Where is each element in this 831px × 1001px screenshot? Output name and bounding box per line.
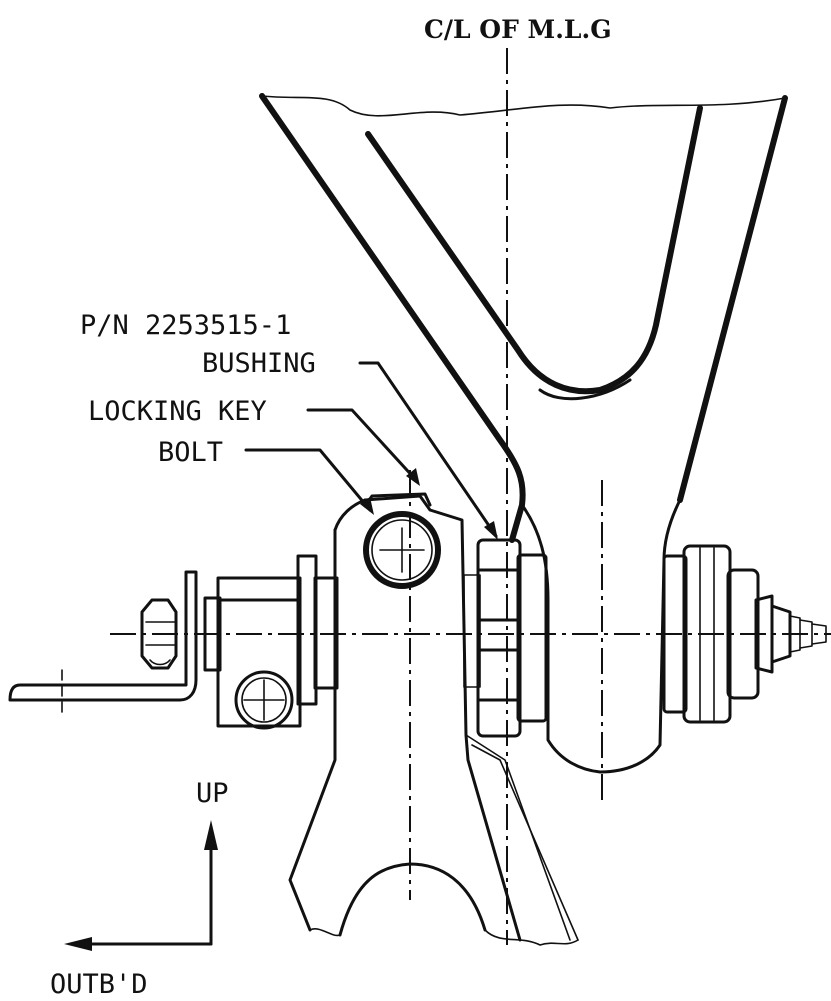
- right-nut-stack: [662, 544, 827, 724]
- bracket: [8, 570, 198, 716]
- outboard-label: OUTB'D: [50, 969, 148, 1000]
- leader-locking-key: [306, 408, 420, 486]
- bolt: [363, 511, 441, 589]
- bolt-label: BOLT: [158, 437, 223, 468]
- part-number-label: P/N 2253515-1: [80, 310, 291, 341]
- left-fitting: [203, 554, 339, 730]
- orientation-indicator: [64, 820, 218, 951]
- centerline-title: C/L OF M.L.G: [424, 15, 612, 44]
- outboard-arrow-icon: [64, 937, 92, 951]
- bushing: [463, 538, 548, 738]
- leader-bolt: [244, 448, 374, 515]
- left-nut: [140, 598, 178, 670]
- up-label: UP: [196, 778, 229, 809]
- lower-fork: [288, 470, 579, 946]
- leader-bushing: [358, 361, 498, 540]
- strut-yoke: [259, 93, 788, 800]
- bushing-label: BUSHING: [202, 348, 316, 379]
- up-arrow-icon: [204, 820, 218, 850]
- locking-key-label: LOCKING KEY: [88, 396, 267, 427]
